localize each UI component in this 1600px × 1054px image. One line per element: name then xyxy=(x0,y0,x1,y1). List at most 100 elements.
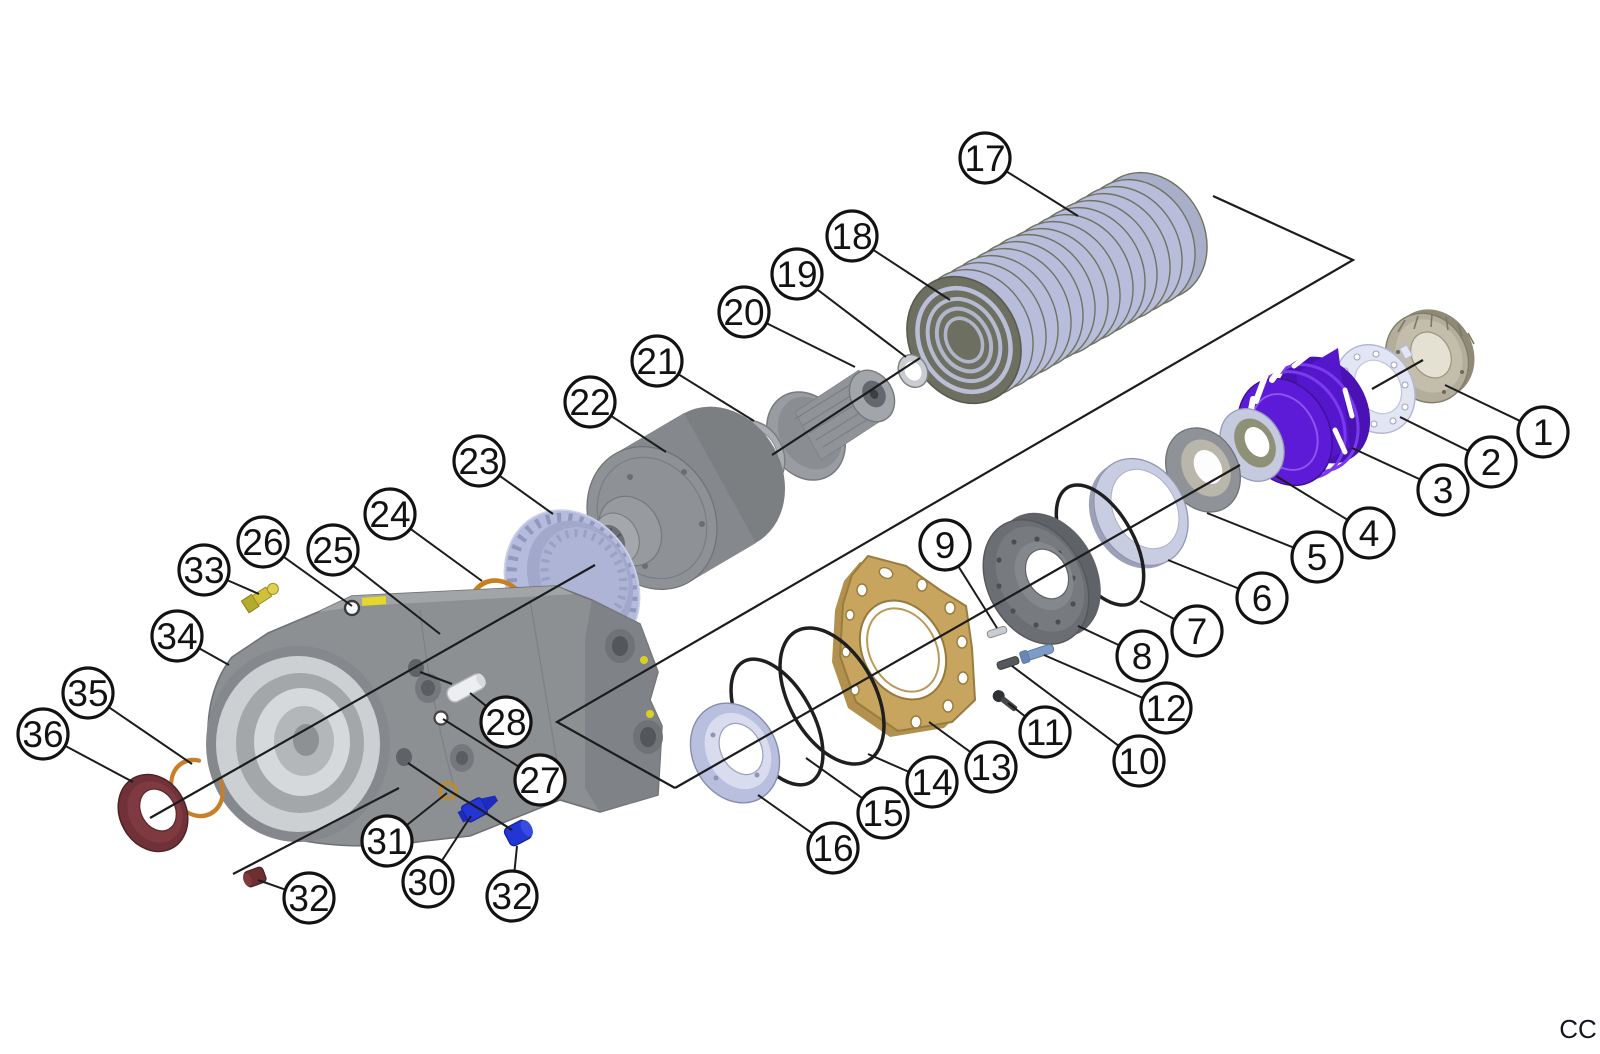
leader-line-33 xyxy=(226,579,260,595)
balloon-number-33: 33 xyxy=(183,550,224,591)
callout-7: 7 xyxy=(1139,600,1224,658)
bolt-12 xyxy=(1019,643,1055,664)
balloon-circle-19 xyxy=(770,247,824,301)
balloon-number-11: 11 xyxy=(1026,712,1064,753)
balloon-circle-17 xyxy=(958,131,1012,185)
leader-line-3 xyxy=(1351,447,1421,481)
callout-33: 33 xyxy=(177,543,260,597)
axis-line-0 xyxy=(149,564,596,819)
callout-30: 30 xyxy=(401,815,472,909)
balloon-circle-33 xyxy=(177,543,231,597)
balloon-number-27: 27 xyxy=(519,760,560,801)
axis-line-2 xyxy=(554,194,1356,789)
leader-line-13 xyxy=(928,721,972,754)
callout-4: 4 xyxy=(1275,475,1396,560)
brake-plate-13 xyxy=(832,555,976,737)
leader-line-36 xyxy=(64,744,134,783)
balloon-circle-16 xyxy=(806,821,860,875)
ring-6 xyxy=(1088,457,1189,569)
balloon-number-30: 30 xyxy=(407,862,448,903)
grease-fitting-33 xyxy=(240,582,279,614)
leader-line-31 xyxy=(405,792,448,827)
balloon-number-2: 2 xyxy=(1481,442,1502,483)
balloon-circle-23 xyxy=(452,434,506,488)
balloon-number-1: 1 xyxy=(1533,412,1554,453)
balloon-circle-3 xyxy=(1416,463,1470,517)
balloon-number-16: 16 xyxy=(812,828,853,869)
callout-12: 12 xyxy=(1043,654,1193,735)
balloon-circle-11 xyxy=(1018,705,1072,759)
callout-8: 8 xyxy=(1077,625,1169,683)
oring-14 xyxy=(778,626,886,766)
leader-line-11 xyxy=(1007,702,1026,718)
callout-layer: 1234567891011121314151617181920212223242… xyxy=(16,131,1570,925)
balloon-circle-24 xyxy=(363,487,417,541)
leader-line-1 xyxy=(1444,384,1521,423)
axis-line-1 xyxy=(771,357,921,456)
balloon-number-3: 3 xyxy=(1433,470,1454,511)
callout-21: 21 xyxy=(630,334,755,422)
callout-22: 22 xyxy=(563,375,667,453)
leader-line-26 xyxy=(282,555,353,607)
axis-line-5 xyxy=(232,787,400,875)
cap-32b xyxy=(503,819,533,847)
axis-layer xyxy=(149,194,1424,875)
balloon-circle-15 xyxy=(856,786,910,840)
leader-line-24 xyxy=(409,527,483,582)
leader-line-2 xyxy=(1399,416,1470,452)
balloon-circle-13 xyxy=(964,740,1018,794)
balloon-number-22: 22 xyxy=(569,382,610,423)
oring-31 xyxy=(438,781,458,801)
callout-27: 27 xyxy=(442,718,567,807)
callout-10: 10 xyxy=(1011,665,1166,788)
balloon-number-32: 32 xyxy=(491,876,532,917)
leader-line-22 xyxy=(610,414,667,453)
balloon-circle-34 xyxy=(150,609,204,663)
callout-20: 20 xyxy=(717,285,856,368)
leader-line-8 xyxy=(1077,625,1120,647)
callout-5: 5 xyxy=(1206,512,1344,584)
leader-line-35 xyxy=(108,706,193,765)
balloon-number-35: 35 xyxy=(67,673,108,714)
parts-layer xyxy=(117,171,1475,888)
credit-text: CC xyxy=(1559,1014,1597,1044)
leader-line-7 xyxy=(1139,600,1176,621)
callout-32-30: 32 xyxy=(257,871,336,925)
callout-31: 31 xyxy=(360,792,448,868)
balloon-number-5: 5 xyxy=(1307,537,1328,578)
callout-13: 13 xyxy=(928,721,1018,794)
callout-35: 35 xyxy=(61,666,193,765)
callout-36: 36 xyxy=(16,707,134,783)
leader-line-9 xyxy=(957,565,998,629)
axis-line-3 xyxy=(674,464,1241,789)
callout-19: 19 xyxy=(770,247,907,358)
balloon-circle-7 xyxy=(1170,604,1224,658)
balloon-circle-21 xyxy=(630,334,684,388)
balloon-circle-2 xyxy=(1464,435,1518,489)
callout-18: 18 xyxy=(825,209,951,301)
balloon-number-18: 18 xyxy=(831,216,872,257)
plug-28 xyxy=(446,673,486,703)
callout-26: 26 xyxy=(236,515,353,607)
callout-2: 2 xyxy=(1399,416,1518,489)
ring-5 xyxy=(1165,427,1241,513)
screw-11 xyxy=(992,690,1018,712)
leader-line-4 xyxy=(1275,475,1349,521)
balloon-circle-32 xyxy=(282,871,336,925)
leader-line-16 xyxy=(757,794,814,835)
balloon-number-25: 25 xyxy=(312,530,353,571)
callout-25: 25 xyxy=(306,523,441,635)
callout-1: 1 xyxy=(1444,384,1570,459)
leader-line-25 xyxy=(352,564,441,635)
leader-line-18 xyxy=(872,248,951,301)
leader-line-20 xyxy=(765,322,856,368)
balloon-number-6: 6 xyxy=(1252,578,1273,619)
splined-hub-20 xyxy=(765,369,896,481)
leader-line-5 xyxy=(1206,512,1295,549)
balloon-number-31: 31 xyxy=(366,821,407,862)
balloon-number-26: 26 xyxy=(242,522,283,563)
balloon-circle-14 xyxy=(905,755,959,809)
balloon-number-21: 21 xyxy=(636,341,677,382)
